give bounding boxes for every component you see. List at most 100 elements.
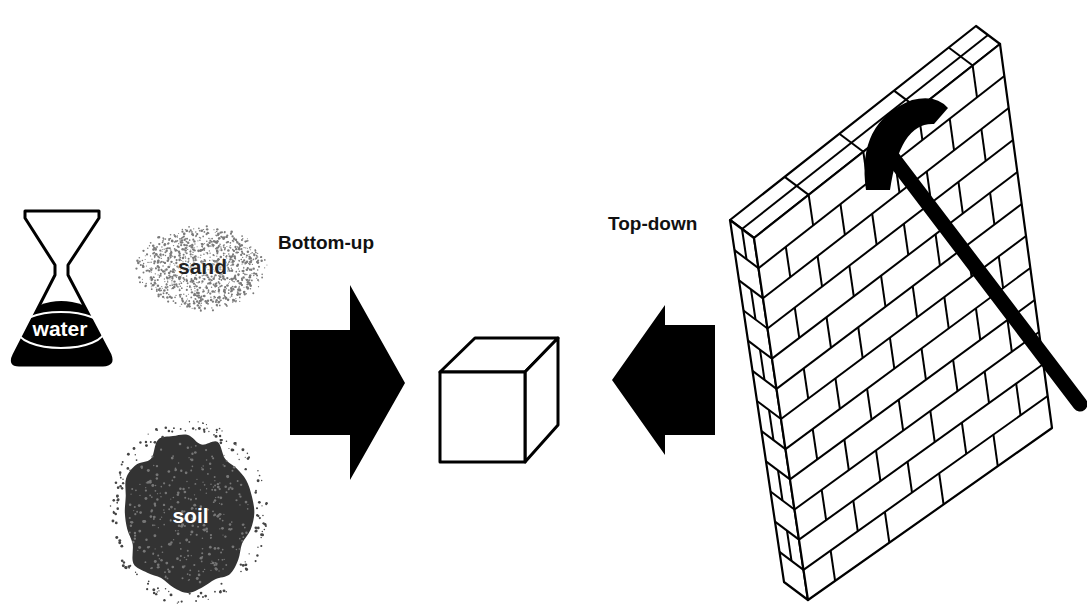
mortar-line: [999, 256, 1003, 288]
soil-grain: [244, 563, 247, 566]
sand-grain: [250, 276, 251, 277]
sand-grain: [221, 280, 222, 281]
sand-grain: [233, 250, 235, 252]
soil-grain: [241, 540, 243, 542]
sand-grain: [244, 262, 245, 263]
soil-grain: [237, 453, 238, 454]
sand-grain: [171, 255, 172, 256]
sand-grain: [260, 256, 262, 258]
soil-grain: [223, 455, 224, 456]
sand-grain: [235, 286, 237, 288]
soil-grain: [262, 531, 264, 533]
sand-grain: [232, 299, 234, 301]
soil-grain: [206, 428, 208, 430]
soil-grain: [122, 479, 123, 480]
water-flask: water: [5, 205, 115, 370]
sand-grain: [167, 281, 168, 282]
soil-grain: [156, 473, 159, 476]
soil-grain: [179, 488, 182, 491]
soil-grain: [179, 443, 182, 446]
sand-grain: [176, 266, 178, 268]
sand-grain: [201, 245, 203, 247]
sand-grain: [250, 246, 251, 247]
soil-grain: [125, 566, 128, 569]
sand-grain: [195, 236, 196, 237]
sand-grain: [238, 248, 240, 250]
sand-grain: [178, 246, 180, 248]
sand-grain: [162, 254, 164, 256]
soil-grain: [206, 488, 207, 489]
sand-grain: [264, 267, 265, 268]
mortar-line: [795, 332, 1040, 510]
sand-grain: [185, 252, 186, 253]
sand-grain: [193, 240, 195, 242]
soil-grain: [204, 569, 205, 570]
sand-grain: [208, 241, 210, 243]
soil-grain: [161, 517, 162, 518]
soil-grain: [138, 504, 141, 507]
soil-grain: [151, 509, 153, 511]
sand-grain: [241, 278, 243, 280]
soil-grain: [200, 489, 201, 490]
soil-grain: [159, 558, 160, 559]
mortar-line: [990, 193, 994, 225]
soil-grain: [168, 484, 170, 486]
sand-grain: [188, 300, 190, 302]
sand-grain: [145, 255, 146, 256]
sand-grain: [236, 252, 238, 254]
sand-grain: [249, 257, 252, 260]
sand-grain: [184, 250, 186, 252]
sand-grain: [174, 274, 176, 276]
sand-grain: [232, 301, 234, 303]
soil-grain: [261, 480, 262, 481]
sand-grain: [177, 240, 179, 242]
soil-grain: [189, 569, 191, 571]
soil-grain: [119, 471, 122, 474]
sand-grain: [171, 276, 173, 278]
soil-grain: [209, 463, 211, 465]
soil-grain: [247, 453, 249, 455]
sand-grain: [171, 240, 173, 242]
sand-grain: [236, 264, 239, 267]
soil-grain: [134, 532, 136, 534]
sand-grain: [171, 283, 172, 284]
sand-grain: [174, 297, 176, 299]
sand-grain: [230, 297, 231, 298]
soil-grain: [128, 565, 131, 568]
sand-grain: [209, 282, 212, 285]
sand-grain: [175, 295, 176, 296]
soil-grain: [186, 559, 188, 561]
soil-grain: [172, 455, 174, 457]
sand-grain: [255, 257, 257, 259]
mortar-line: [781, 236, 1026, 419]
soil-grain: [148, 433, 149, 434]
sand-grain: [231, 268, 232, 269]
sand-grain: [149, 270, 150, 271]
sand-grain: [161, 258, 162, 259]
sand-grain: [215, 232, 216, 233]
soil-grain: [238, 548, 240, 550]
sand-grain: [242, 257, 243, 258]
soil-grain: [136, 573, 138, 575]
sand-grain: [198, 294, 200, 296]
sand-grain: [172, 270, 174, 272]
sand-grain: [187, 299, 188, 300]
sand-grain: [234, 275, 236, 277]
sand-grain: [178, 243, 179, 244]
sand-grain: [250, 274, 252, 276]
sand-grain: [160, 273, 162, 275]
sand-grain: [181, 298, 183, 300]
sand-grain: [212, 309, 214, 311]
sand-grain: [240, 259, 241, 260]
soil-grain: [177, 602, 178, 603]
soil-grain: [135, 454, 136, 455]
sand-grain: [244, 254, 245, 255]
sand-grain: [186, 229, 189, 232]
sand-grain: [232, 286, 234, 288]
soil-grain: [116, 495, 119, 498]
sand-grain: [217, 232, 219, 234]
sand-grain: [216, 304, 218, 306]
sand-grain: [217, 240, 219, 242]
sand-grain: [179, 283, 181, 285]
sand-grain: [223, 298, 224, 299]
